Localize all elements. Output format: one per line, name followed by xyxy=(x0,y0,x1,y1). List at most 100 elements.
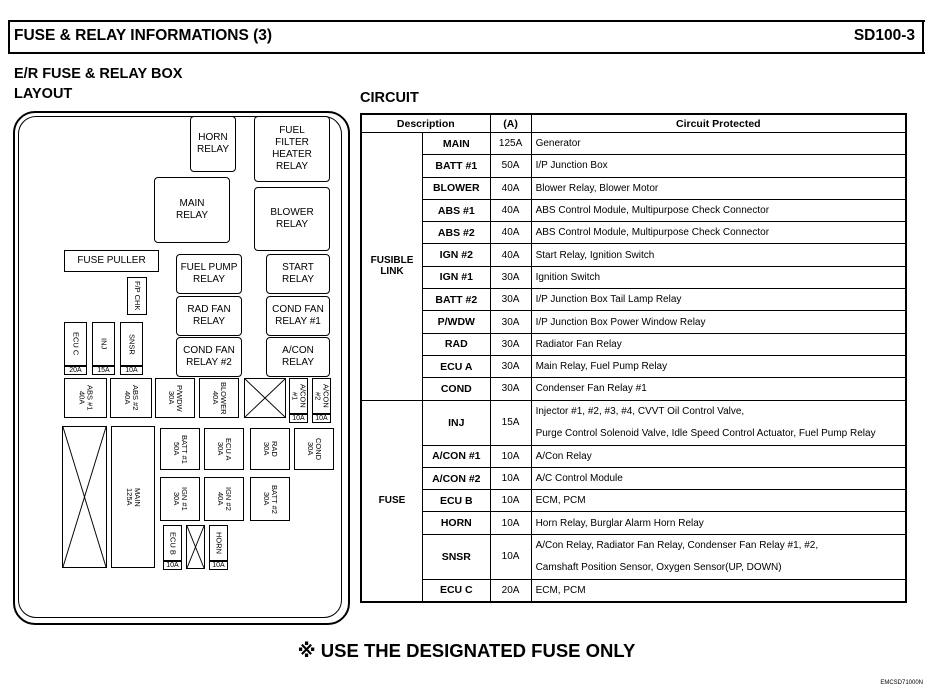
group-fuse: FUSE xyxy=(360,399,423,603)
header-top-rule xyxy=(8,20,925,22)
row-circuit: Start Relay, Ignition Switch xyxy=(530,243,907,267)
row-amp: 30A xyxy=(489,354,532,379)
row-circuit: A/Con Relay, Radiator Fan Relay, Condens… xyxy=(530,533,907,580)
fuse-acon-2-amp: 10A xyxy=(312,414,331,423)
row-amp: 30A xyxy=(489,265,532,290)
fuse-snsr-amp: 10A xyxy=(120,366,143,375)
acon-relay: A/CON RELAY xyxy=(266,337,330,377)
col-circuit: Circuit Protected xyxy=(530,113,907,133)
fuse-ecu-a-label: ECU A 30A xyxy=(216,437,233,461)
row-amp: 10A xyxy=(489,533,532,580)
row-name: INJ xyxy=(422,399,491,446)
fuse-puller: FUSE PULLER xyxy=(64,250,159,272)
fuse-rad: RAD 30A xyxy=(250,428,290,470)
row-circuit: Ignition Switch xyxy=(530,265,907,290)
layout-label: LAYOUT xyxy=(14,86,73,102)
fuse-horn-label: HORN xyxy=(214,531,224,555)
row-circuit: A/Con Relay xyxy=(530,444,907,468)
cond-fan-relay-1: COND FAN RELAY #1 xyxy=(266,296,330,336)
fuse-cond: COND 30A xyxy=(294,428,334,470)
row-circuit: I/P Junction Box Power Window Relay xyxy=(530,310,907,334)
fuse-ecu-a: ECU A 30A xyxy=(204,428,244,470)
col-amp: (A) xyxy=(489,113,532,133)
fuse-inj: INJ xyxy=(92,322,115,366)
circuit-label: CIRCUIT xyxy=(360,90,419,106)
group-fusible-link: FUSIBLE LINK xyxy=(360,132,423,401)
page-code: SD100-3 xyxy=(853,27,915,44)
fuse-ign-2: IGN #2 40A xyxy=(204,477,244,521)
fuse-box-inner-outline xyxy=(18,116,342,618)
fuse-cond-label: COND 30A xyxy=(306,437,323,461)
row-circuit: ABS Control Module, Multipurpose Check C… xyxy=(530,221,907,245)
fuse-ecu-c-amp: 20A xyxy=(64,366,87,375)
fuse-snsr-label: SNSR xyxy=(127,333,137,355)
row-amp: 125A xyxy=(489,131,532,156)
empty-block xyxy=(62,426,107,568)
empty-fuse-slot xyxy=(186,525,205,569)
row-circuit: Generator xyxy=(530,131,907,156)
row-name: P/WDW xyxy=(422,310,491,334)
row-name: ECU C xyxy=(422,578,491,603)
fuse-ign-2-label: IGN #2 40A xyxy=(216,487,233,511)
header-left-rule xyxy=(8,20,10,54)
row-amp: 30A xyxy=(489,377,532,401)
blower-relay: BLOWER RELAY xyxy=(254,187,330,251)
fuse-box-outline xyxy=(13,111,350,625)
fuse-horn: HORN xyxy=(209,525,228,561)
row-amp: 30A xyxy=(489,332,532,356)
fuse-ign-1: IGN #1 30A xyxy=(160,477,200,521)
page-title: FUSE & RELAY INFORMATIONS (3) xyxy=(14,27,273,44)
fuse-batt-2-label: BATT #2 30A xyxy=(262,484,279,514)
header-bottom-rule xyxy=(8,52,925,54)
main-relay: MAIN RELAY xyxy=(154,177,230,243)
fuse-blower-label: BLOWER 40A xyxy=(211,381,228,415)
row-amp: 40A xyxy=(489,221,532,245)
row-circuit: I/P Junction Box xyxy=(530,154,907,178)
row-circuit: Condenser Fan Relay #1 xyxy=(530,377,907,401)
fp-chk-label: F/P CHK xyxy=(133,281,142,311)
fuse-blower: BLOWER 40A xyxy=(199,378,239,418)
row-circuit: Radiator Fan Relay xyxy=(530,332,907,356)
corner-code: EMCSD71000N xyxy=(880,680,923,686)
row-name: A/CON #2 xyxy=(422,466,491,491)
row-amp: 40A xyxy=(489,243,532,267)
fuse-ecu-b: ECU B xyxy=(163,525,182,561)
fp-chk-connector: F/P CHK xyxy=(127,277,147,315)
row-amp: 50A xyxy=(489,154,532,178)
row-circuit: Main Relay, Fuel Pump Relay xyxy=(530,354,907,379)
row-amp: 10A xyxy=(489,444,532,468)
fuse-ign-1-label: IGN #1 30A xyxy=(172,487,189,511)
rad-fan-relay: RAD FAN RELAY xyxy=(176,296,242,336)
row-name: IGN #2 xyxy=(422,243,491,267)
fuse-batt-1-label: BATT #1 50A xyxy=(172,434,189,464)
fuse-abs-2: ABS #2 40A xyxy=(110,378,152,418)
box-title: E/R FUSE & RELAY BOX xyxy=(14,66,183,82)
row-name: ABS #1 xyxy=(422,198,491,223)
row-amp: 10A xyxy=(489,466,532,491)
row-circuit: ECM, PCM xyxy=(530,578,907,603)
fuse-snsr: SNSR xyxy=(120,322,143,366)
fuse-acon-1-label: A/CON #1 xyxy=(290,384,308,408)
fuel-filter-heater-relay: FUEL FILTER HEATER RELAY xyxy=(254,116,330,182)
fuse-pwdw: P/WDW 30A xyxy=(155,378,195,418)
col-description: Description xyxy=(360,113,491,133)
fuse-ecu-c: ECU C xyxy=(64,322,87,366)
start-relay: START RELAY xyxy=(266,254,330,294)
fuse-horn-amp: 10A xyxy=(209,561,228,570)
fuse-abs-1-label: ABS #1 40A xyxy=(77,385,95,411)
row-name: ECU A xyxy=(422,354,491,379)
row-name: BLOWER xyxy=(422,176,491,200)
